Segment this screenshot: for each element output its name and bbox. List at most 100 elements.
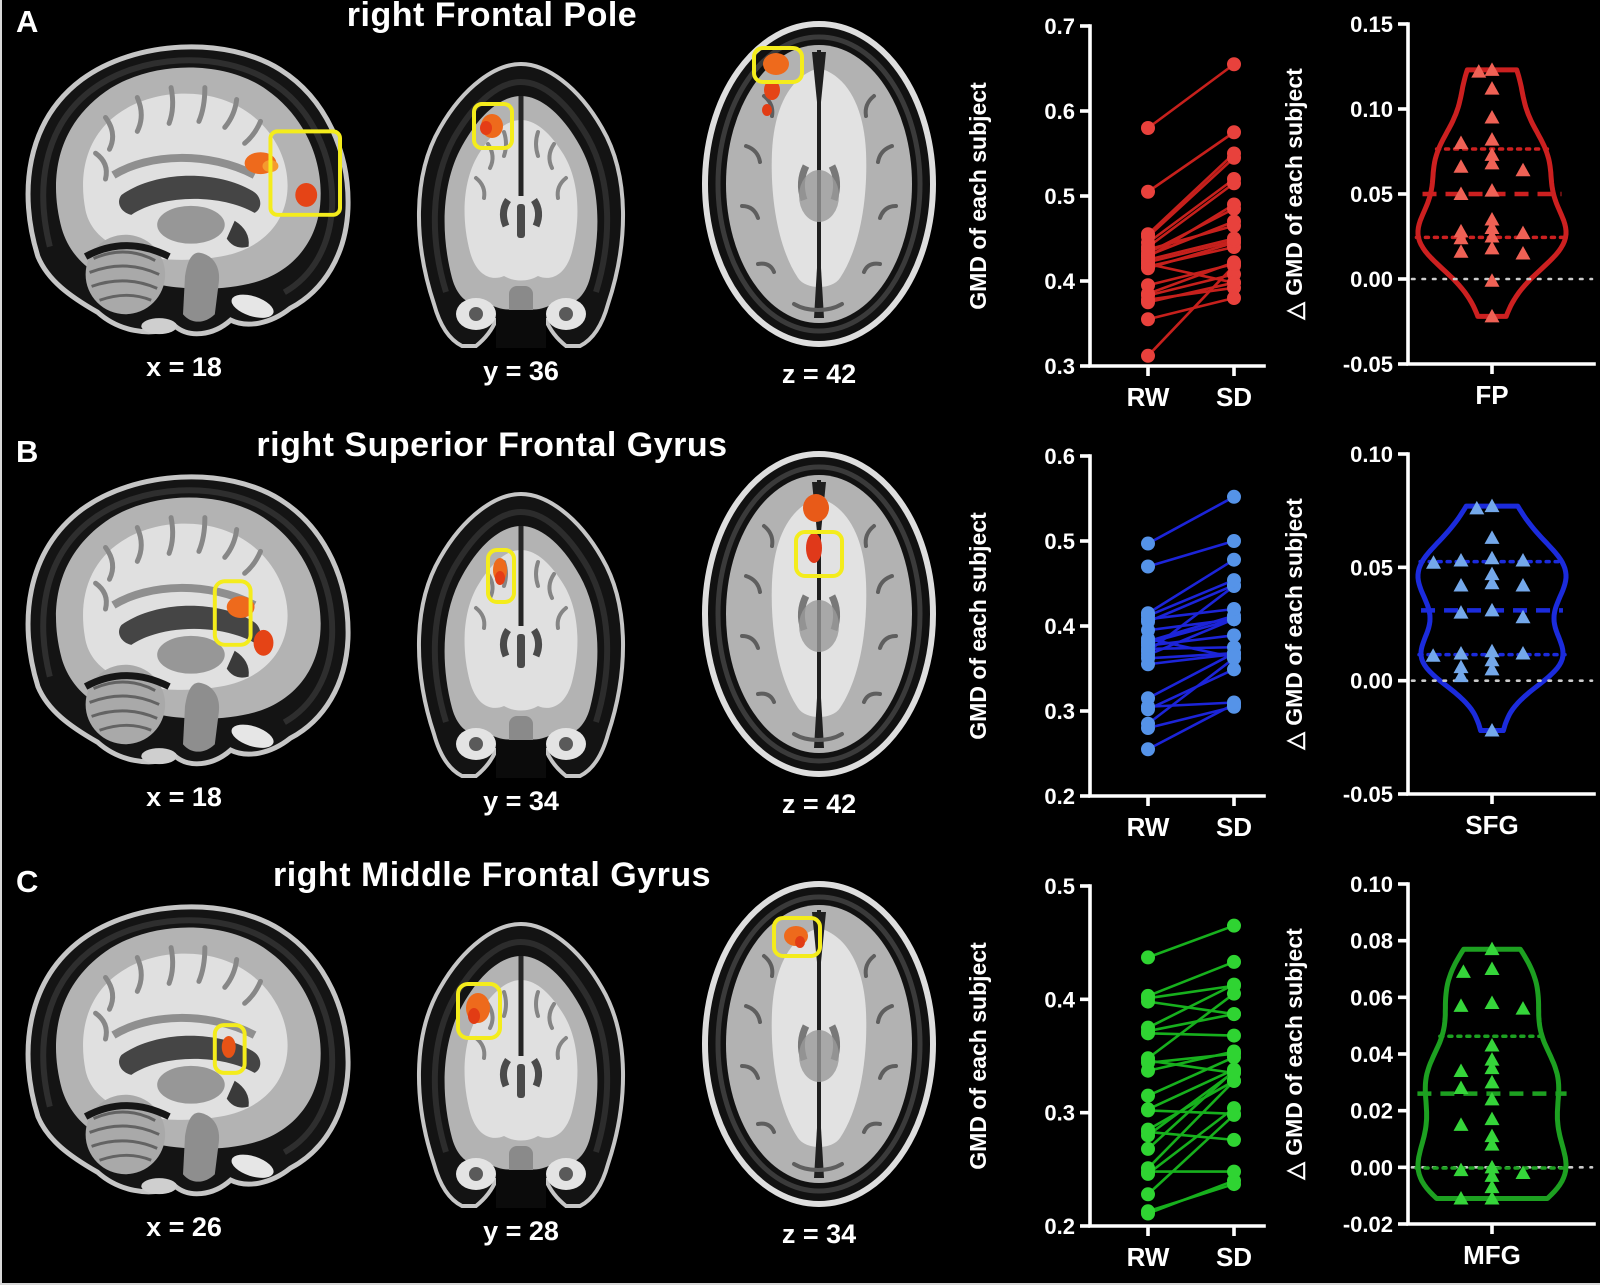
svg-text:0.4: 0.4 [1044, 269, 1075, 294]
activation-overlay [794, 494, 844, 578]
paired-line-chart: 0.2 0.3 0.4 0.5 0.6RW SD GMD of each subject [965, 444, 1266, 842]
svg-text:0.6: 0.6 [1044, 444, 1075, 469]
svg-text:SD: SD [1216, 382, 1252, 412]
svg-text:SD: SD [1216, 812, 1252, 842]
svg-text:0.3: 0.3 [1044, 1101, 1075, 1126]
coronal-brain-figure: y = 28 [396, 908, 646, 1247]
svg-text:△ GMD of each subject: △ GMD of each subject [1281, 498, 1307, 751]
highlight-box [456, 982, 502, 1040]
svg-text:0.05: 0.05 [1350, 182, 1393, 207]
panel-letter: C [16, 864, 39, 899]
sagittal-brain-figure: x = 18 [10, 456, 358, 813]
sagittal-brain-image [10, 886, 358, 1204]
axial-brain-image [694, 446, 944, 781]
slice-coordinate-label: y = 36 [483, 356, 559, 386]
axial-brain-figure: z = 34 [694, 876, 944, 1250]
activation-overlay [212, 1023, 247, 1075]
panel-b: B right Superior Frontal Gyrus x = 18 [2, 426, 1600, 860]
svg-text:SD: SD [1216, 1242, 1252, 1272]
highlight-box [772, 916, 822, 958]
panel-letter: A [16, 4, 39, 39]
axial-brain-figure: z = 42 [694, 16, 944, 390]
svg-text:0.00: 0.00 [1350, 669, 1393, 694]
activation-overlay [472, 102, 514, 150]
svg-text:GMD of each subject: GMD of each subject [965, 942, 991, 1170]
svg-text:MFG: MFG [1463, 1240, 1521, 1270]
axial-brain-figure: z = 42 [694, 446, 944, 820]
svg-text:0.5: 0.5 [1044, 874, 1075, 899]
activation-overlay [752, 46, 804, 116]
highlight-box [268, 129, 343, 217]
svg-text:GMD of each subject: GMD of each subject [965, 512, 991, 740]
coronal-brain-image [396, 48, 646, 348]
panel-a: A right Frontal Pole x = 18 [2, 0, 1600, 430]
highlight-box [794, 530, 844, 578]
highlight-box [486, 548, 516, 604]
activation-overlay [772, 916, 822, 958]
slice-coordinate-label: y = 28 [483, 1216, 559, 1246]
coronal-brain-image [396, 908, 646, 1208]
svg-text:0.00: 0.00 [1350, 1155, 1393, 1180]
svg-text:0.7: 0.7 [1044, 14, 1075, 39]
svg-text:SFG: SFG [1465, 810, 1518, 840]
highlight-box [472, 102, 514, 150]
activation-overlay [244, 129, 343, 217]
svg-text:0.6: 0.6 [1044, 99, 1075, 124]
panel-title: right Frontal Pole [346, 0, 638, 34]
svg-text:0.5: 0.5 [1044, 184, 1075, 209]
coronal-brain-image [396, 478, 646, 778]
svg-text:0.02: 0.02 [1350, 1099, 1393, 1124]
slice-coordinate-label: y = 34 [483, 786, 559, 816]
svg-text:0.2: 0.2 [1044, 784, 1075, 809]
slice-coordinate-label: x = 18 [146, 782, 222, 812]
svg-text:△ GMD of each subject: △ GMD of each subject [1281, 68, 1307, 321]
coronal-brain-figure: y = 34 [396, 478, 646, 817]
sagittal-brain-image [10, 456, 358, 774]
highlight-box [212, 579, 253, 647]
sagittal-brain-image [10, 26, 358, 344]
slice-coordinate-label: x = 18 [146, 352, 222, 382]
sagittal-brain-figure: x = 18 [10, 26, 358, 383]
svg-text:RW: RW [1127, 812, 1170, 842]
svg-text:0.05: 0.05 [1350, 555, 1393, 580]
slice-coordinate-label: z = 42 [781, 359, 857, 389]
svg-text:-0.02: -0.02 [1343, 1212, 1393, 1237]
svg-text:RW: RW [1127, 1242, 1170, 1272]
svg-text:0.3: 0.3 [1044, 699, 1075, 724]
svg-text:0.5: 0.5 [1044, 529, 1075, 554]
sagittal-brain-figure: x = 26 [10, 886, 358, 1243]
svg-text:0.10: 0.10 [1350, 872, 1393, 897]
panel-letter: B [16, 434, 39, 469]
axial-brain-image [694, 876, 944, 1211]
svg-text:0.00: 0.00 [1350, 267, 1393, 292]
svg-text:RW: RW [1127, 382, 1170, 412]
slice-coordinate-label: z = 42 [781, 789, 857, 819]
svg-text:0.3: 0.3 [1044, 354, 1075, 379]
svg-text:0.08: 0.08 [1350, 929, 1393, 954]
slice-coordinate-label: z = 34 [781, 1219, 857, 1249]
slice-coordinate-label: x = 26 [146, 1212, 222, 1242]
svg-text:0.04: 0.04 [1350, 1042, 1394, 1067]
svg-text:0.06: 0.06 [1350, 985, 1393, 1010]
svg-text:-0.05: -0.05 [1343, 352, 1393, 377]
svg-text:0.10: 0.10 [1350, 97, 1393, 122]
activation-overlay [212, 579, 274, 656]
svg-text:-0.05: -0.05 [1343, 782, 1393, 807]
activation-overlay [456, 982, 502, 1040]
svg-text:FP: FP [1475, 380, 1508, 410]
activation-overlay [486, 548, 516, 604]
svg-text:△ GMD of each subject: △ GMD of each subject [1281, 928, 1307, 1181]
svg-text:0.15: 0.15 [1350, 12, 1393, 37]
svg-text:0.4: 0.4 [1044, 987, 1075, 1012]
coronal-brain-figure: y = 36 [396, 48, 646, 387]
highlight-box [752, 46, 804, 84]
svg-text:0.10: 0.10 [1350, 442, 1393, 467]
svg-text:0.4: 0.4 [1044, 614, 1075, 639]
panel-title: right Middle Frontal Gyrus [272, 856, 712, 894]
